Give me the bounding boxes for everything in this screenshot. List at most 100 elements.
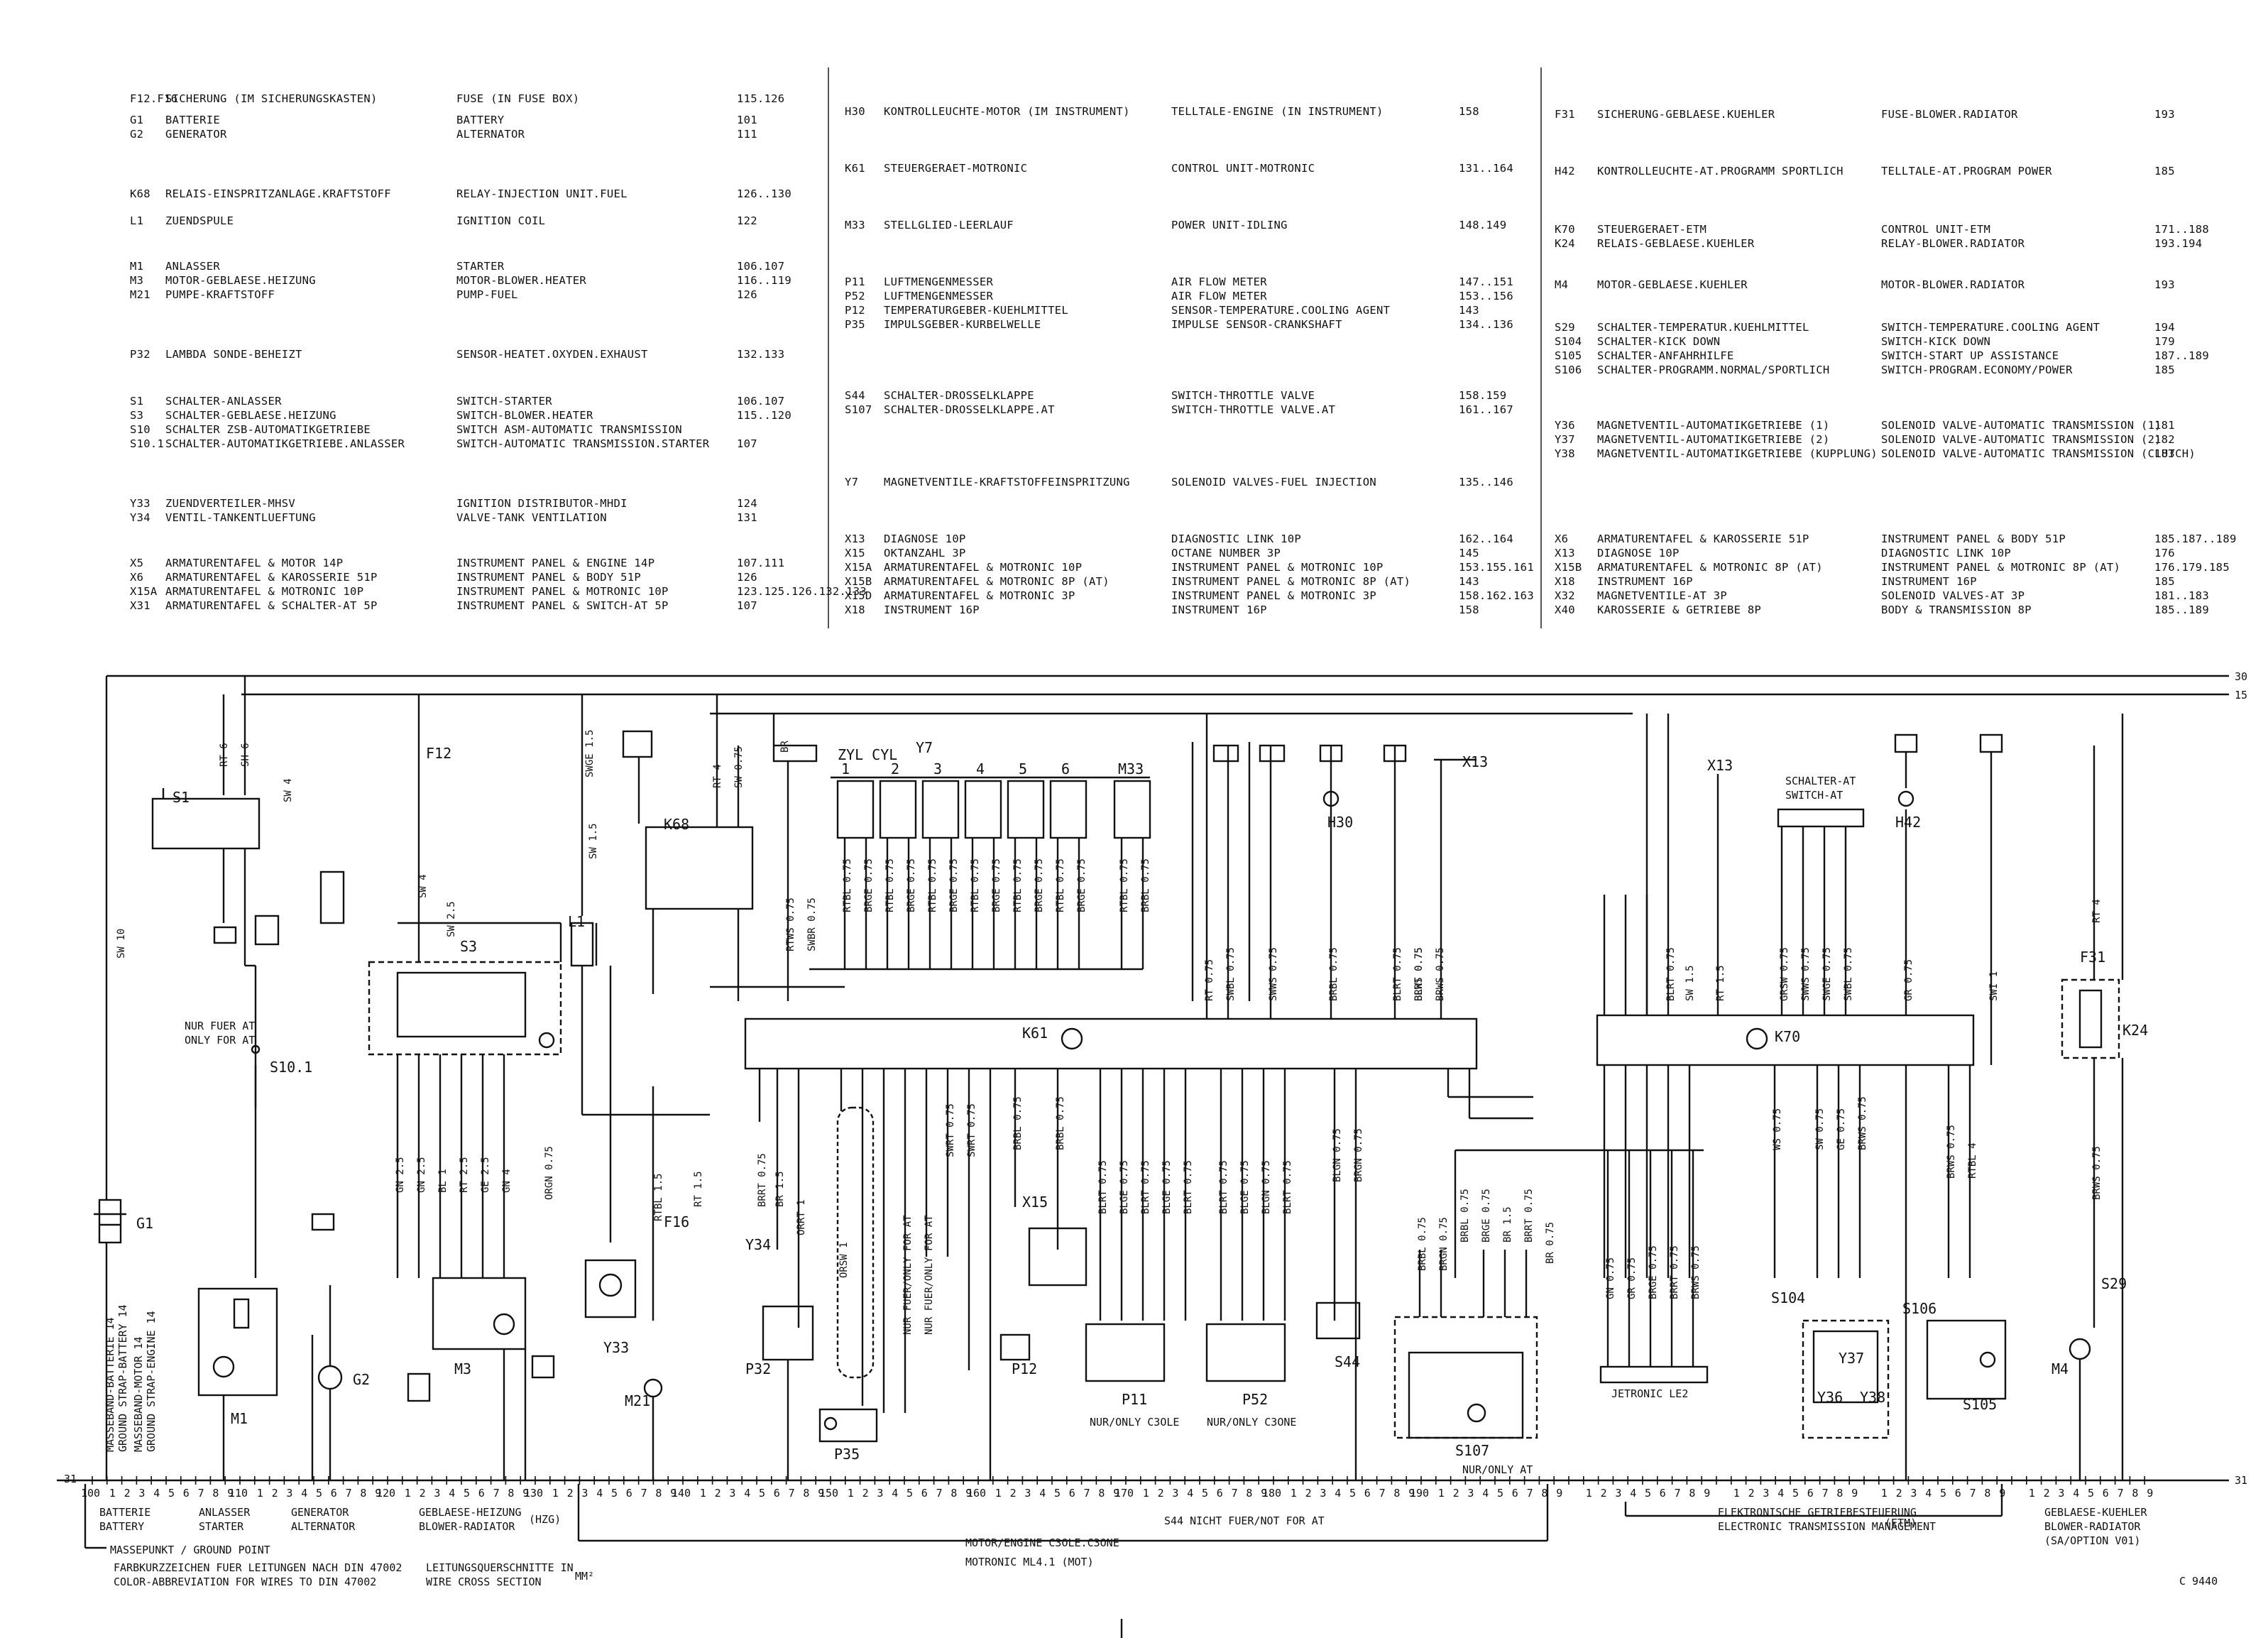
page-reference: 153..156 [1459, 290, 1514, 302]
column-digit: 6 [478, 1487, 485, 1500]
wire-label: SW 2.5 [446, 901, 457, 937]
wire-label: BLRT 0.75 [1282, 1160, 1293, 1214]
wire-label: SWBR 0.75 [806, 897, 818, 951]
column-digit: 3 [1467, 1487, 1474, 1500]
page-reference: 187..189 [2154, 349, 2210, 362]
caption-hzg: (HZG) [529, 1513, 561, 1526]
wire-label: BRBL 0.75 [1055, 1096, 1066, 1150]
german-description: DIAGNOSE 10P [1597, 547, 1680, 559]
wire-label: BRBL 0.75 [1459, 1189, 1471, 1243]
german-description: SCHALTER-AUTOMATIKGETRIEBE.ANLASSER [165, 437, 405, 450]
column-digit: 7 [936, 1487, 943, 1500]
component-label-y7_1: 1 [841, 760, 850, 777]
wire-label: SW 4 [283, 778, 294, 802]
german-description: RELAIS-EINSPRITZANLAGE.KRAFTSTOFF [165, 187, 391, 200]
column-digit: 5 [168, 1487, 175, 1500]
english-description: FUSE (IN FUSE BOX) [456, 92, 580, 105]
column-digit: 2 [715, 1487, 721, 1500]
column-digit: 5 [316, 1487, 322, 1500]
column-digit: 2 [567, 1487, 574, 1500]
english-description: MOTOR-BLOWER.RADIATOR [1881, 278, 2025, 291]
english-description: RELAY-BLOWER.RADIATOR [1881, 237, 2025, 250]
wire-label: RTBL 0.75 [970, 858, 981, 912]
wire-label: RTBL 0.75 [1055, 858, 1066, 912]
english-description: PUMP-FUEL [456, 288, 518, 301]
component-code: S10 [130, 423, 150, 436]
component-label-s44: S44 [1335, 1353, 1360, 1370]
page-reference: 185 [2154, 575, 2175, 588]
caption-ground: MASSEPUNKT / GROUND POINT [110, 1544, 270, 1556]
column-number: 110 [229, 1487, 248, 1500]
component-code: K61 [845, 162, 865, 175]
wire-label: SH 6 [240, 743, 251, 767]
component-code: S44 [845, 389, 865, 402]
column-digit: 2 [1748, 1487, 1755, 1500]
wire-label: RT 1.5 [693, 1171, 704, 1207]
column-digit: 3 [877, 1487, 883, 1500]
page-reference: 143 [1459, 304, 1479, 317]
column-digit: 4 [1925, 1487, 1932, 1500]
component-code: G2 [130, 128, 144, 141]
column-digit: 5 [1497, 1487, 1503, 1500]
page-reference: 126..130 [737, 187, 792, 200]
column-digit: 8 [803, 1487, 809, 1500]
column-digit: 2 [1010, 1487, 1017, 1500]
german-description: SCHALTER-KICK DOWN [1597, 335, 1721, 348]
wire-label: RTWS 0.75 [785, 897, 796, 951]
column-digit: 4 [596, 1487, 603, 1500]
english-description: AIR FLOW METER [1171, 290, 1267, 302]
page-reference: 153.155.161 [1459, 561, 1534, 574]
wire-label: BLRT 0.75 [1140, 1160, 1151, 1214]
english-description: INSTRUMENT PANEL & MOTRONIC 10P [1171, 561, 1384, 574]
wire-label: SW 1.5 [1684, 965, 1696, 1001]
column-digit: 1 [700, 1487, 706, 1500]
german-description: GENERATOR [165, 128, 227, 141]
component-label-m33: M33 [1118, 760, 1144, 777]
wire-label: GE 2.5 [480, 1157, 491, 1193]
column-digit: 8 [1098, 1487, 1105, 1500]
column-digit: 9 [2147, 1487, 2153, 1500]
column-digit: 7 [1232, 1487, 1238, 1500]
column-digit: 1 [1881, 1487, 1888, 1500]
wire-label: BRWS 0.75 [2091, 1146, 2103, 1200]
caption-batt: BATTERIE [99, 1506, 150, 1519]
page-reference: 126 [737, 571, 757, 584]
english-description: SENSOR-HEATET.OXYDEN.EXHAUST [456, 348, 648, 361]
wire-label: BRWS 0.75 [1413, 947, 1425, 1001]
caption-batt14: GROUND STRAP-BATTERY 14 [116, 1304, 129, 1452]
wire-label: SWGE 0.75 [1821, 947, 1833, 1001]
column-digit: 3 [1024, 1487, 1031, 1500]
english-description: INSTRUMENT PANEL & BODY 51P [1881, 533, 2066, 545]
column-digit: 9 [670, 1487, 676, 1500]
page-reference: 158.162.163 [1459, 589, 1534, 602]
english-description: BATTERY [456, 114, 505, 126]
page-reference: 106.107 [737, 260, 785, 273]
wire-label: BLGN 0.75 [1332, 1128, 1343, 1182]
component-code: X18 [845, 604, 865, 616]
caption-p52note: NUR/ONLY C3ONE [1207, 1416, 1296, 1429]
column-digit: 7 [1675, 1487, 1681, 1500]
wire-label: BRWS 0.75 [1857, 1096, 1868, 1150]
wire-label: SWWS 0.75 [1800, 947, 1812, 1001]
column-digit: 6 [1660, 1487, 1666, 1500]
column-digit: 4 [1777, 1487, 1784, 1500]
page-reference: 143 [1459, 575, 1479, 588]
page-reference: 123.125.126.132.133 [737, 585, 867, 598]
page-reference: 193 [2154, 108, 2175, 121]
component-label-m21: M21 [625, 1392, 650, 1409]
german-description: SCHALTER-TEMPERATUR.KUEHLMITTEL [1597, 321, 1809, 334]
component-code: P52 [845, 290, 865, 302]
column-digit: 3 [1320, 1487, 1326, 1500]
german-description: ARMATURENTAFEL & MOTOR 14P [165, 557, 344, 569]
column-digit: 3 [138, 1487, 145, 1500]
column-digit: 7 [2118, 1487, 2124, 1500]
component-label-f16: F16 [664, 1213, 689, 1230]
column-digit: 8 [2132, 1487, 2138, 1500]
column-digit: 8 [1689, 1487, 1695, 1500]
column-digit: 1 [1586, 1487, 1592, 1500]
component-code: P11 [845, 275, 865, 288]
wire-label: RT 1.5 [1715, 965, 1726, 1001]
german-description: INSTRUMENT 16P [884, 604, 980, 616]
